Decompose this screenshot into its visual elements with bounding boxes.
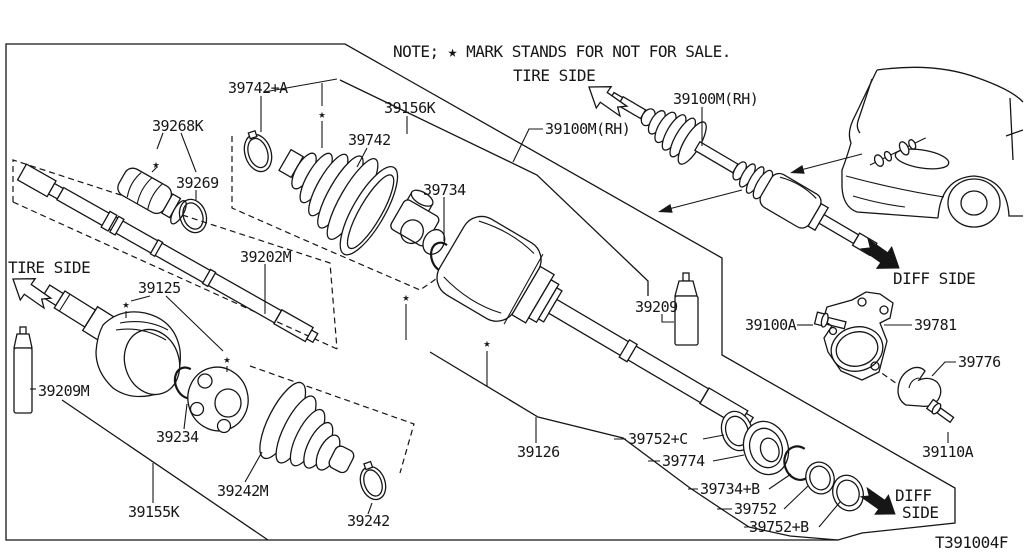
label-39125[interactable]: 39125 xyxy=(138,279,181,297)
part-clamp-39742a xyxy=(243,130,273,173)
part-bracket-39781 xyxy=(822,291,894,381)
part-bearing-39774 xyxy=(742,420,790,476)
label-39155k[interactable]: 39155K xyxy=(128,503,180,521)
car-pointer-arrows xyxy=(658,153,863,213)
part-outer-housing-39125 xyxy=(95,311,181,398)
kit-39155k-line xyxy=(61,399,269,541)
label-39734[interactable]: 39734 xyxy=(423,181,467,199)
tire-side-arrow-top xyxy=(588,86,629,118)
part-ring-39752b xyxy=(832,474,864,512)
label-39268k[interactable]: 39268K xyxy=(152,117,204,135)
part-tripod-joint xyxy=(390,189,446,255)
diff-side-arrow-bottom xyxy=(859,486,896,515)
leader-lines xyxy=(30,78,956,528)
part-clamp-39269 xyxy=(178,198,208,234)
diagram-id: T391004F xyxy=(935,533,1008,552)
label-39100m-top[interactable]: 39100M(RH) xyxy=(673,90,759,108)
star-mark: ★ xyxy=(483,336,490,350)
label-39234[interactable]: 39234 xyxy=(156,428,200,446)
part-bolt-39100a xyxy=(813,311,847,330)
tire-side-label-left: TIRE SIDE xyxy=(8,258,90,277)
part-boot-39242m xyxy=(259,381,355,474)
part-clamp-39242 xyxy=(359,460,387,501)
part-damper-39268k xyxy=(117,167,187,225)
part-shaft-39202m xyxy=(16,163,319,344)
label-39752c[interactable]: 39752+C xyxy=(628,430,688,448)
label-39100a[interactable]: 39100A xyxy=(745,316,797,334)
label-39209m[interactable]: 39209M xyxy=(38,382,90,400)
car-illustration xyxy=(841,66,1024,228)
part-bolt-39110a xyxy=(925,398,955,424)
label-39776[interactable]: 39776 xyxy=(958,353,1002,371)
part-grease-tube-39209m xyxy=(13,326,33,414)
diff-side-arrow-top xyxy=(859,237,900,269)
label-39100m-mid[interactable]: 39100M(RH) xyxy=(545,120,631,138)
label-39781[interactable]: 39781 xyxy=(914,316,958,334)
label-39269[interactable]: 39269 xyxy=(176,174,220,192)
label-39110a[interactable]: 39110A xyxy=(922,443,974,461)
tire-side-label-top: TIRE SIDE xyxy=(513,66,595,85)
diff-side-label-bottom-2: SIDE xyxy=(902,503,939,522)
drawing-border xyxy=(5,43,956,541)
not-for-sale-stars: ★ ★ ★ ★ ★ ★ xyxy=(122,107,490,366)
star-mark: ★ xyxy=(402,290,409,304)
label-39742a[interactable]: 39742+A xyxy=(228,79,289,97)
label-39734b[interactable]: 39734+B xyxy=(700,480,761,498)
label-39752[interactable]: 39752 xyxy=(734,500,777,518)
ring-bracket-line xyxy=(429,351,839,541)
star-mark: ★ xyxy=(318,107,325,121)
kit-boundary-line xyxy=(339,79,649,296)
note-text: NOTE; ★ MARK STANDS FOR NOT FOR SALE. xyxy=(393,42,731,61)
tire-side-arrow-left xyxy=(12,278,53,310)
star-mark: ★ xyxy=(152,157,159,171)
part-cage-39125 xyxy=(187,366,249,434)
diff-side-label-right: DIFF SIDE xyxy=(893,269,975,288)
label-39774[interactable]: 39774 xyxy=(662,452,706,470)
label-39202m[interactable]: 39202M xyxy=(240,248,292,266)
star-mark: ★ xyxy=(122,297,129,311)
star-mark: ★ xyxy=(223,352,230,366)
label-39242[interactable]: 39242 xyxy=(347,512,390,530)
part-clip-39776 xyxy=(897,366,942,408)
label-39242m[interactable]: 39242M xyxy=(217,482,269,500)
part-grease-tube-39209 xyxy=(674,272,699,346)
label-39156k[interactable]: 39156K xyxy=(384,99,436,117)
label-39209[interactable]: 39209 xyxy=(635,298,679,316)
part-ring-39752 xyxy=(805,461,835,495)
label-39752b[interactable]: 39752+B xyxy=(749,518,810,536)
diff-side-label-bottom-1: DIFF xyxy=(895,486,932,505)
label-39742[interactable]: 39742 xyxy=(348,131,391,149)
part-shaft-39126 xyxy=(436,215,755,429)
label-39126[interactable]: 39126 xyxy=(517,443,561,461)
dashed-kit-boxes xyxy=(12,136,901,474)
part-boot-39742 xyxy=(278,148,399,256)
